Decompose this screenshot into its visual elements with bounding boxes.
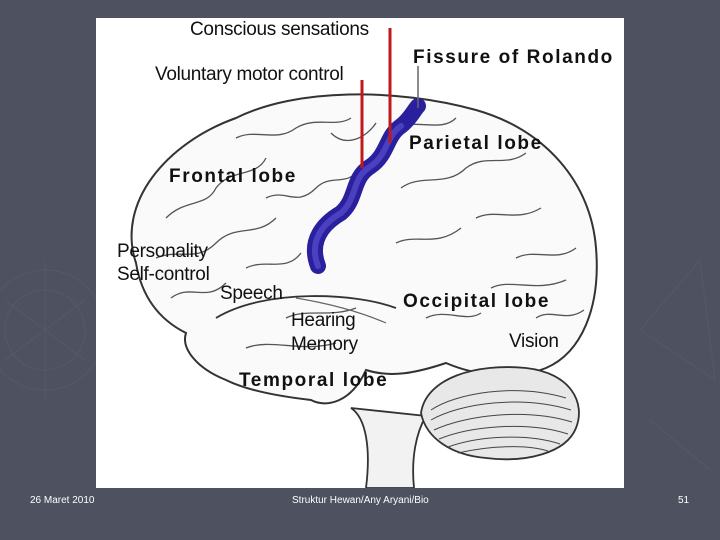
brain-illustration: [130, 28, 598, 488]
label-occipital-lobe: Occipital lobe: [403, 291, 550, 312]
label-fissure-of-rolando: Fissure of Rolando: [413, 47, 614, 68]
footer-date: 26 Maret 2010: [30, 495, 95, 506]
label-self-control: Self-control: [117, 264, 210, 285]
footer-page-number: 51: [678, 495, 690, 506]
label-parietal-lobe: Parietal lobe: [409, 133, 543, 154]
label-conscious-sensations: Conscious sensations: [190, 19, 369, 40]
label-voluntary-motor-control: Voluntary motor control: [155, 64, 344, 85]
cerebellum: [420, 366, 580, 461]
label-memory: Memory: [291, 334, 358, 355]
label-personality: Personality: [117, 241, 208, 262]
brain-figure: Conscious sensations Fissure of Rolando …: [96, 18, 624, 488]
label-vision: Vision: [509, 331, 559, 352]
label-hearing: Hearing: [291, 310, 356, 331]
label-speech: Speech: [220, 283, 283, 304]
brain-stem: [350, 407, 428, 488]
cerebellum-folia: [430, 390, 573, 454]
gyri-lines: [155, 117, 585, 349]
footer-credit: Struktur Hewan/Any Aryani/Bio: [292, 495, 429, 506]
label-temporal-lobe: Temporal lobe: [239, 370, 389, 391]
label-frontal-lobe: Frontal lobe: [169, 166, 297, 187]
